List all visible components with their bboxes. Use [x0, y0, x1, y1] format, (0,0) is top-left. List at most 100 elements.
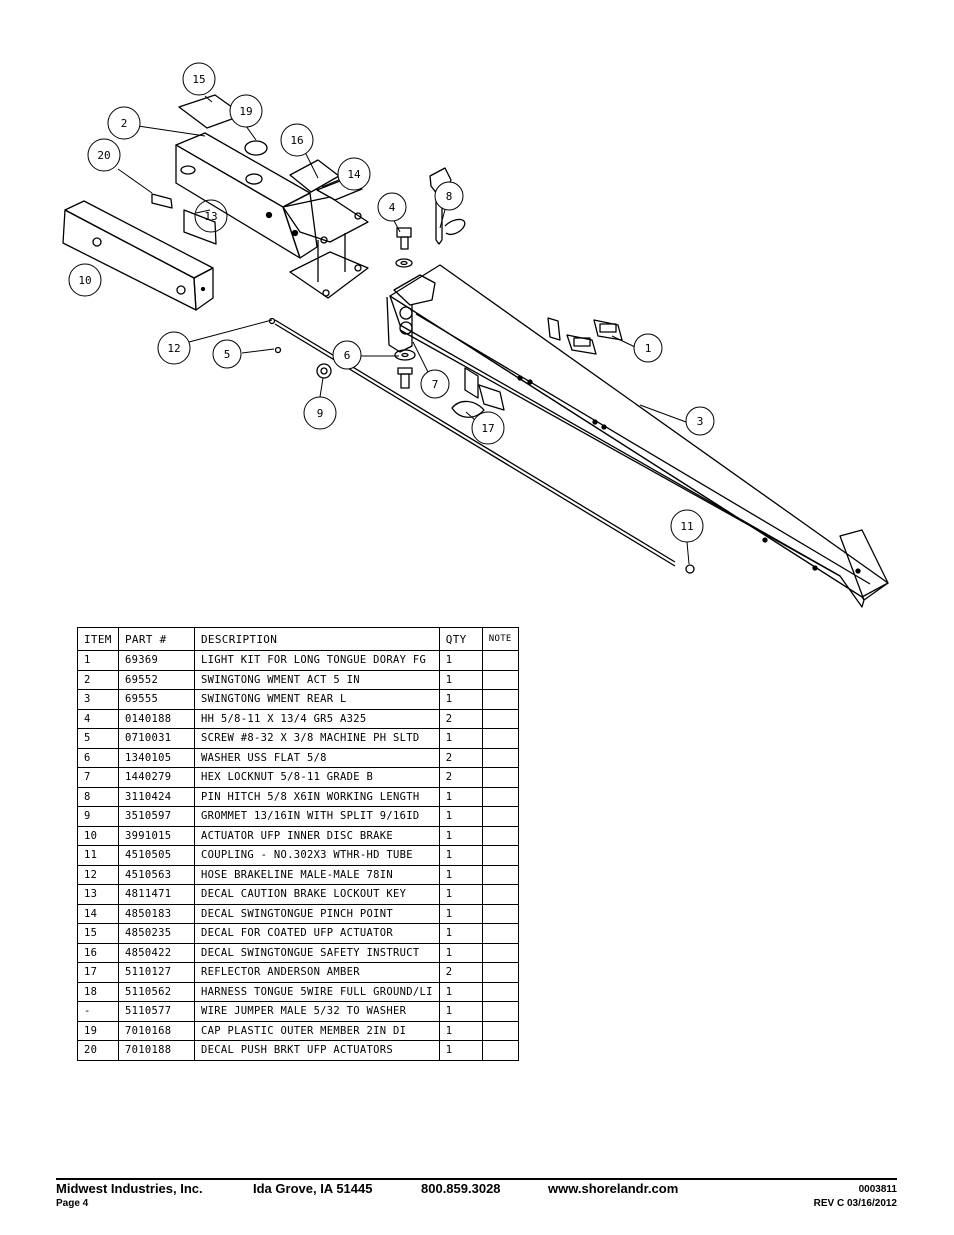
cell-qty: 1	[438, 728, 483, 749]
cell-note	[481, 669, 519, 690]
swing-tongue-front-weldment	[175, 132, 369, 299]
cell-qty: 2	[438, 767, 483, 788]
cell-item: 14	[77, 903, 119, 924]
cell-qty: 2	[438, 962, 483, 983]
svg-text:17: 17	[481, 422, 494, 435]
svg-text:2: 2	[121, 117, 128, 130]
cell-qty: 1	[438, 864, 483, 885]
cell-note	[481, 884, 519, 905]
light-kit	[547, 317, 623, 355]
cell-note	[481, 650, 519, 671]
cell-note	[481, 747, 519, 768]
cell-part: 3991015	[118, 825, 195, 846]
cell-qty: 1	[438, 1001, 483, 1022]
callout-4: 4	[377, 192, 407, 222]
svg-text:5: 5	[224, 348, 231, 361]
svg-text:9: 9	[317, 407, 324, 420]
svg-text:8: 8	[446, 190, 453, 203]
footer-doc-number: 0003811	[858, 1184, 897, 1195]
cell-item: 7	[77, 767, 119, 788]
exploded-parts-diagram: 15 19 2 20 16 14 13 4 8 10 1 12 5 6 7 9 …	[62, 62, 889, 608]
cell-part: 5110577	[118, 1001, 195, 1022]
cell-item: 18	[77, 981, 119, 1002]
callout-9: 9	[303, 396, 337, 430]
plastic-cap	[244, 140, 268, 156]
bolt-and-washer	[395, 227, 413, 268]
cell-note	[481, 845, 519, 866]
callout-11: 11	[670, 509, 704, 543]
cell-qty: 1	[438, 845, 483, 866]
cell-item: 19	[77, 1020, 119, 1041]
cell-item: 8	[77, 786, 119, 807]
cell-item: 17	[77, 962, 119, 983]
callout-2: 2	[107, 106, 141, 140]
svg-text:11: 11	[680, 520, 693, 533]
cell-part: 5110127	[118, 962, 195, 983]
cell-description: WASHER USS FLAT 5/8	[194, 747, 440, 768]
cell-part: 4811471	[118, 884, 195, 905]
cell-item: 1	[77, 650, 119, 671]
callout-3: 3	[685, 406, 715, 436]
cell-description: LIGHT KIT FOR LONG TONGUE DORAY FG	[194, 650, 440, 671]
cell-description: COUPLING - NO.302X3 WTHR-HD TUBE	[194, 845, 440, 866]
cell-qty: 1	[438, 981, 483, 1002]
callout-1: 1	[633, 333, 663, 363]
cell-qty: 1	[438, 825, 483, 846]
svg-text:16: 16	[290, 134, 303, 147]
cell-note	[481, 689, 519, 710]
cell-part: 0710031	[118, 728, 195, 749]
callout-6: 6	[332, 340, 362, 370]
callout-8: 8	[434, 181, 464, 211]
callout-17: 17	[471, 411, 505, 445]
cell-description: HOSE BRAKELINE MALE-MALE 78IN	[194, 864, 440, 885]
callout-20: 20	[87, 138, 121, 172]
swing-tongue-rear-weldment	[386, 264, 889, 608]
cell-part: 4510563	[118, 864, 195, 885]
svg-text:6: 6	[344, 349, 351, 362]
cell-part: 69555	[118, 689, 195, 710]
leader-lines	[117, 95, 690, 565]
cell-item: 11	[77, 845, 119, 866]
svg-text:19: 19	[239, 105, 252, 118]
cell-description: SCREW #8-32 X 3/8 MACHINE PH SLTD	[194, 728, 440, 749]
svg-text:10: 10	[78, 274, 91, 287]
cell-description: DECAL SWINGTONGUE PINCH POINT	[194, 903, 440, 924]
cell-description: PIN HITCH 5/8 X6IN WORKING LENGTH	[194, 786, 440, 807]
cell-part: 4850183	[118, 903, 195, 924]
cell-part: 1340105	[118, 747, 195, 768]
cell-note	[481, 903, 519, 924]
cell-note	[481, 981, 519, 1002]
actuator-inner	[62, 200, 214, 311]
callout-10: 10	[68, 263, 102, 297]
cell-item: 16	[77, 942, 119, 963]
svg-text:1: 1	[645, 342, 652, 355]
cell-item: 3	[77, 689, 119, 710]
decal-safety-instruct	[289, 159, 340, 193]
svg-text:15: 15	[192, 73, 205, 86]
cell-description: DECAL FOR COATED UFP ACTUATOR	[194, 923, 440, 944]
header-part-number: PART #	[118, 627, 195, 651]
svg-text:13: 13	[204, 210, 217, 223]
cell-note	[481, 1020, 519, 1041]
cell-part: 4510505	[118, 845, 195, 866]
decal-brake-lockout	[183, 209, 217, 245]
cell-qty: 1	[438, 884, 483, 905]
cell-part: 0140188	[118, 708, 195, 729]
cell-description: DECAL PUSH BRKT UFP ACTUATORS	[194, 1040, 440, 1061]
cell-qty: 1	[438, 942, 483, 963]
cell-note	[481, 1040, 519, 1061]
footer-company: Midwest Industries, Inc.	[56, 1181, 203, 1196]
cell-item: 13	[77, 884, 119, 905]
cell-description: HARNESS TONGUE 5WIRE FULL GROUND/LI	[194, 981, 440, 1002]
